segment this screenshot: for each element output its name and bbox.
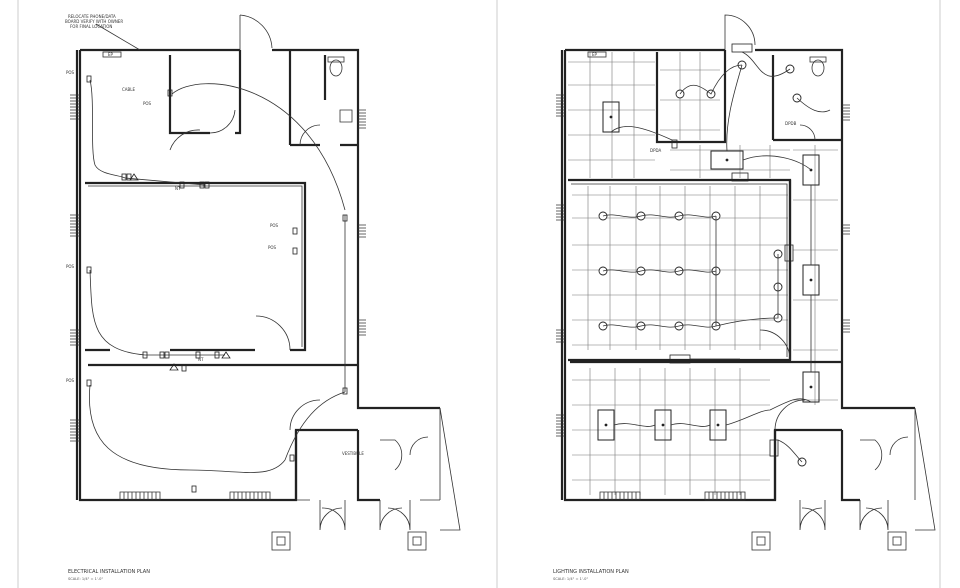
vestibule-label: VESTIBULE <box>342 451 364 456</box>
electrical-plan-scale: SCALE: 1/4" = 1'-0" <box>68 577 103 581</box>
dpda-label: DPDA <box>650 148 662 153</box>
left-windows <box>70 94 366 442</box>
pos-label-2: POS <box>143 101 152 106</box>
phone-data-note-line2: BOARD VERIFY WITH OWNER <box>65 19 123 24</box>
dpdb-label: DPDB <box>785 121 797 126</box>
nt-label-1: NT <box>175 186 181 191</box>
electrical-plan-title: ELECTRICAL INSTALLATION PLAN <box>68 569 150 575</box>
right-windows <box>556 94 850 437</box>
cable-label: CABLE <box>122 87 136 92</box>
pos-label-6: POS <box>268 245 277 250</box>
troffer-fixtures <box>597 101 820 441</box>
lighting-plan-scale: SCALE: 1/4" = 1'-0" <box>553 577 588 581</box>
electrical-plan: RELOCATE PHONE/DATA BOARD VERIFY WITH OW… <box>65 14 461 581</box>
phone-data-note-line1: RELOCATE PHONE/DATA <box>68 14 116 19</box>
ceiling-grid-top-mid <box>660 52 720 140</box>
pos-label-1: POS <box>66 70 75 75</box>
lighting-plan-title: LIGHTING INSTALLATION PLAN <box>553 569 629 575</box>
panel-label: EP <box>108 52 114 57</box>
pos-label-5: POS <box>270 223 279 228</box>
pos-label-4: POS <box>66 378 75 383</box>
nt-label-2: NT <box>198 357 204 362</box>
lighting-circuits <box>602 51 831 463</box>
lighting-plan: EP DPDA DPDB LIGHTING INSTALLATION PLAN … <box>553 14 936 581</box>
lighting-panel-label: EP <box>592 52 598 57</box>
pos-label-3: POS <box>66 264 75 269</box>
phone-data-note-line3: FOR FINAL LOCATION <box>70 24 112 29</box>
ceiling-grid-top-left <box>568 52 655 178</box>
